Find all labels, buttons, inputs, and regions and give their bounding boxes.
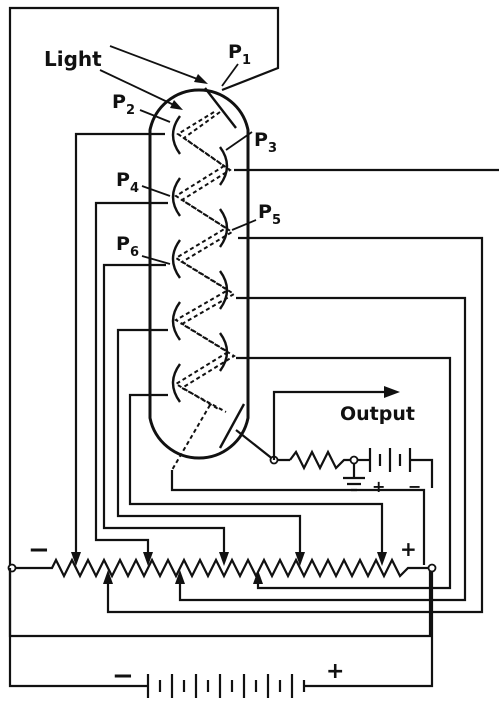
divider-right-terminal: [427, 563, 437, 573]
p2-subscript: 2: [126, 103, 135, 118]
p5-label: P5: [258, 201, 281, 228]
p1-label: P1: [228, 41, 251, 68]
p6-pointer: [141, 255, 171, 265]
output-plus-sign: +: [372, 477, 385, 496]
p4-arrowhead: [143, 552, 153, 566]
supply-right-lead: [320, 572, 434, 688]
output-node: [349, 455, 359, 465]
output-lead: [272, 390, 386, 460]
p5-pointer: [231, 219, 257, 231]
p5-lead: [106, 236, 484, 614]
p6-subscript: 6: [130, 245, 139, 260]
p5-arrowhead: [103, 570, 113, 584]
p3-pointer: [225, 131, 253, 151]
p9-arrowhead: [253, 570, 263, 584]
p4-label: P4: [116, 169, 139, 196]
ground-symbol: [343, 476, 365, 492]
dynode-p6: [171, 239, 181, 279]
p2-label: P2: [112, 91, 135, 118]
output-minus-sign: −: [408, 477, 421, 496]
p2-lead: [74, 132, 165, 560]
supply-battery: [140, 674, 320, 698]
p2-pointer: [139, 109, 171, 123]
p5-subscript: 5: [272, 213, 281, 228]
p8-arrowhead: [295, 552, 305, 566]
p6-lead: [102, 263, 226, 560]
photocathode-p1: [204, 87, 237, 129]
supply-left-lead: [8, 568, 140, 688]
p7-lead: [178, 296, 467, 602]
load-resistor: [289, 449, 352, 471]
p6-arrowhead: [219, 552, 229, 566]
anode-lead: [235, 429, 290, 462]
output-battery: [368, 448, 412, 472]
p1-wire: [8, 6, 280, 565]
divider-minus-sign: −: [28, 535, 50, 565]
light-label: Light: [44, 47, 102, 71]
supply-minus-sign: −: [112, 661, 134, 691]
output-label: Output: [340, 403, 415, 425]
light-arrow-2: [99, 69, 177, 107]
supply-plus-sign: +: [326, 659, 344, 684]
p3-label: P3: [254, 129, 277, 156]
dynode-p10: [171, 363, 181, 403]
output-battery-lead-right: [410, 458, 434, 488]
collector-anode: [218, 403, 246, 449]
p10-lead: [128, 393, 384, 560]
p1-pointer: [221, 63, 239, 87]
p2-arrowhead: [71, 552, 81, 566]
dynode-p3: [219, 146, 229, 186]
p4-pointer: [141, 185, 171, 197]
beam-to-anode: [171, 404, 211, 471]
divider-resistor-chain: [15, 557, 429, 579]
p6-label: P6: [116, 233, 139, 260]
p4-lead: [94, 201, 168, 560]
electron-beam-2: [180, 111, 236, 413]
p3-subscript: 3: [268, 141, 277, 156]
p4-subscript: 4: [130, 181, 139, 196]
light-arrow-1: [109, 45, 201, 81]
electron-beam: [174, 111, 230, 411]
p1-subscript: 1: [242, 53, 251, 68]
p7-arrowhead: [175, 570, 185, 584]
p8-lead: [116, 328, 302, 560]
dynode-p8: [171, 301, 181, 341]
output-arrowhead: [384, 386, 400, 398]
light-arrowhead-1: [194, 74, 208, 84]
dynode-p2: [171, 115, 181, 155]
anode-lower-lead: [170, 470, 426, 565]
light-arrowhead-2: [170, 100, 183, 110]
divider-plus-sign: +: [400, 537, 417, 561]
dynode-p4: [171, 177, 181, 217]
p10-arrowhead: [377, 552, 387, 566]
